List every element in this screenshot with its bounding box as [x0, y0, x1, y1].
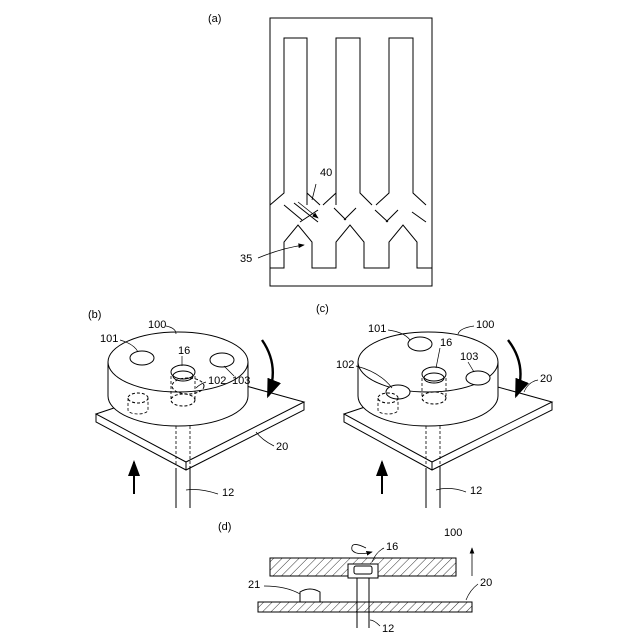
label-100: 100 [444, 527, 462, 539]
label-101: 101 [368, 323, 386, 335]
spindle-16 [422, 367, 446, 381]
arrow-35 [258, 245, 304, 258]
shaft-12 [176, 466, 190, 508]
arrow-40 [298, 202, 318, 218]
label-103: 103 [460, 351, 478, 363]
label-100: 100 [148, 319, 166, 331]
leader-12 [186, 490, 218, 495]
leader-20 [524, 380, 538, 392]
plate-section [258, 602, 472, 612]
label-35: 35 [240, 253, 252, 265]
label-21: 21 [248, 579, 260, 591]
label-100: 100 [476, 319, 494, 331]
panel-c: (c) 100 101 16 102 103 [316, 303, 552, 508]
panel-a-label: (a) [208, 13, 221, 25]
plate-outline [270, 18, 432, 286]
hole-101 [130, 351, 154, 365]
panel-c-label: (c) [316, 303, 329, 315]
label-16: 16 [440, 337, 452, 349]
shaft-12 [426, 466, 440, 508]
label-16: 16 [386, 541, 398, 553]
panel-d-label: (d) [218, 521, 231, 533]
spindle-16 [171, 365, 195, 379]
panel-d: (d) 16 100 21 20 12 [218, 521, 492, 635]
leader-40 [312, 184, 316, 200]
label-12: 12 [222, 487, 234, 499]
panel-b: (b) 100 101 16 102 [88, 309, 304, 508]
label-12: 12 [470, 485, 482, 497]
label-20: 20 [480, 577, 492, 589]
label-101: 101 [100, 333, 118, 345]
upper-comb-channels [270, 38, 426, 205]
leader-100 [458, 326, 474, 334]
panel-b-label: (b) [88, 309, 101, 321]
lower-comb-channels [270, 225, 432, 286]
label-16: 16 [178, 345, 190, 357]
hole-103 [210, 353, 234, 367]
hole-101 [408, 337, 432, 351]
label-102: 102 [336, 359, 354, 371]
rotation-arrow [508, 340, 521, 396]
leader-20 [466, 584, 478, 600]
label-40: 40 [320, 167, 332, 179]
hole-103 [466, 371, 490, 385]
spindle-cap [354, 566, 372, 574]
label-20: 20 [540, 373, 552, 385]
crossing-channels [284, 203, 426, 222]
label-103: 103 [232, 375, 250, 387]
pin-21 [300, 589, 320, 602]
label-20: 20 [276, 441, 288, 453]
pin-hidden [128, 398, 148, 414]
label-102: 102 [208, 375, 226, 387]
panel-a: (a) 40 35 [208, 13, 432, 286]
leader-12 [370, 620, 380, 626]
label-12: 12 [382, 623, 394, 635]
leader-21 [264, 586, 300, 594]
leader-20 [256, 432, 274, 446]
rotation-symbol [352, 544, 372, 553]
rotation-arrow [262, 340, 273, 396]
